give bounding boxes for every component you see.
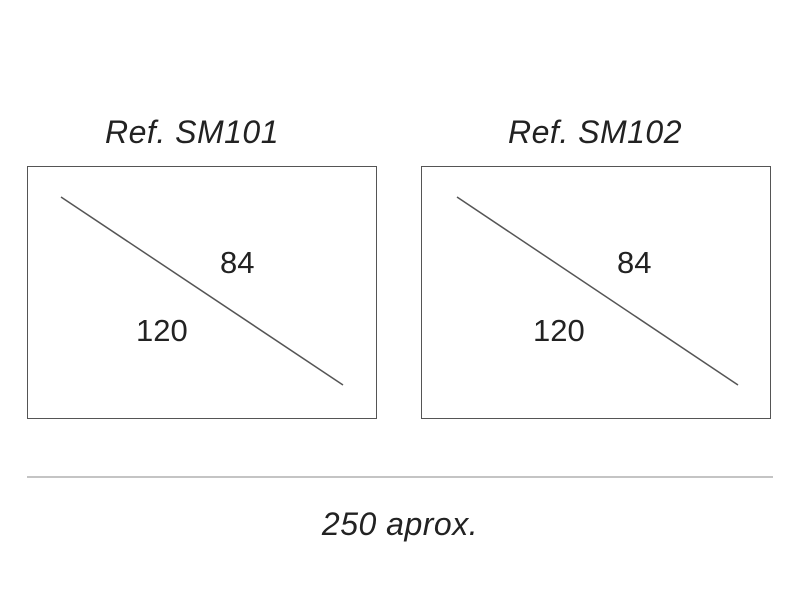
overall-dimension-line [27,476,773,478]
module-1-panel: 84 120 [27,166,377,419]
module-2-length-label: 120 [533,313,585,348]
module-1-diagonal [60,196,344,386]
module-2-width-label: 84 [617,245,652,280]
module-1-width-label: 84 [220,245,255,280]
module-2-diagonal [456,196,739,386]
module-2-panel: 84 120 [421,166,771,419]
module-1-reference: Ref. SM101 [105,114,279,150]
overall-dimension-label: 250 aprox. [321,506,479,542]
module-1-length-label: 120 [136,313,188,348]
module-2-reference: Ref. SM102 [508,114,682,150]
